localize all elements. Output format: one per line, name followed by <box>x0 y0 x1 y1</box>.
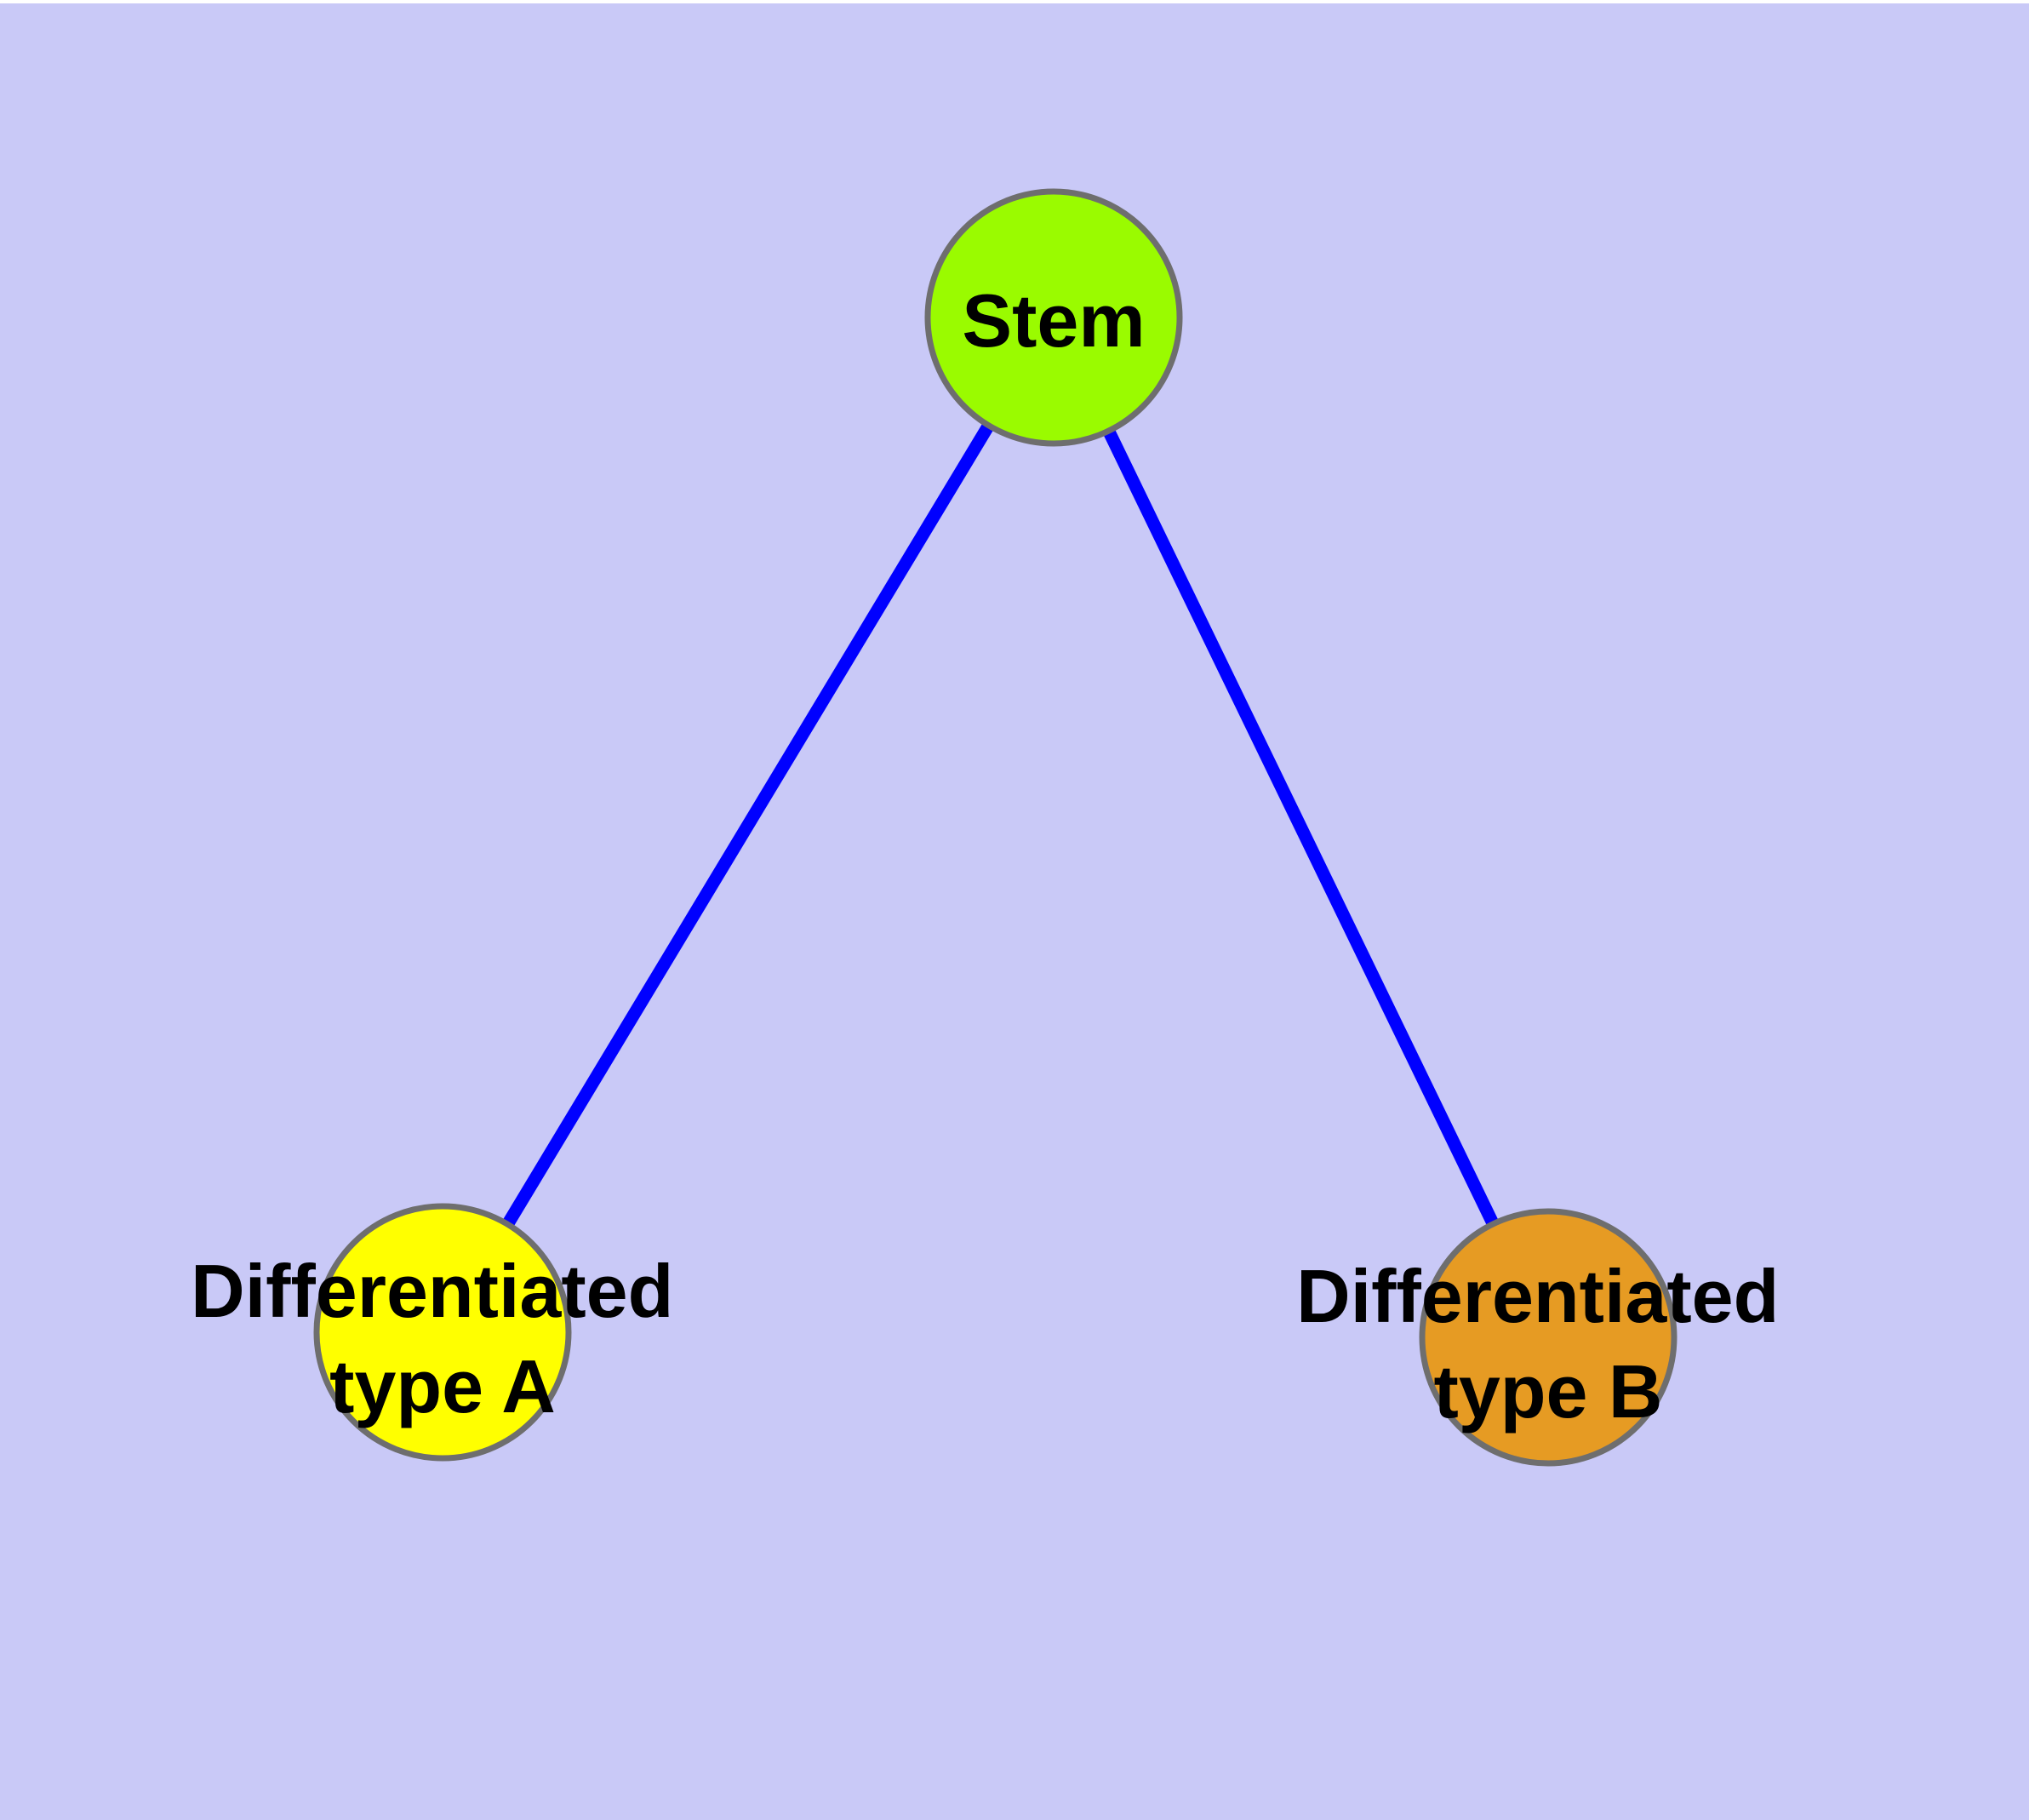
node-type-a-label-line2: type A <box>329 1344 556 1428</box>
node-type-b-label-line2: type B <box>1434 1349 1663 1434</box>
node-type-a-circle <box>313 1203 572 1462</box>
node-stem-circle <box>924 188 1183 447</box>
edge-stem-to-type-a <box>437 314 1060 1336</box>
node-type-a-label-line1: Differentiated <box>191 1249 673 1333</box>
edge-stem-to-type-b <box>1048 314 1554 1341</box>
node-stem-label: Stem <box>962 278 1145 363</box>
node-type-b-label-line1: Differentiated <box>1296 1254 1779 1338</box>
node-type-b-circle <box>1419 1208 1677 1467</box>
node-type-b-label: Differentiated type B <box>1296 1254 1800 1434</box>
node-type-a-label: Differentiated type A <box>191 1249 694 1428</box>
